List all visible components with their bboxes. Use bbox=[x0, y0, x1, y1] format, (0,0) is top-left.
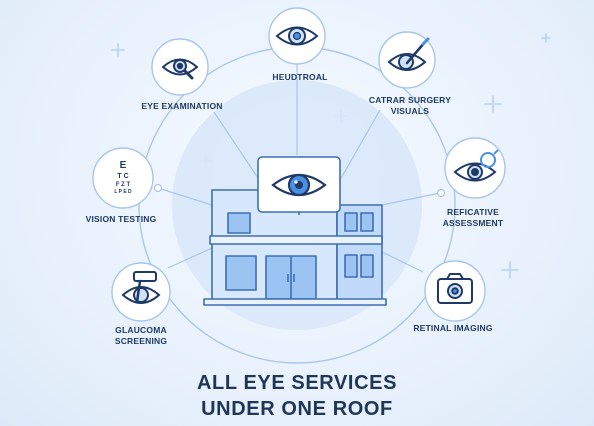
service-glaucoma-screening bbox=[111, 262, 171, 322]
camera-icon bbox=[437, 273, 473, 304]
title-line-2: UNDER ONE ROOF bbox=[201, 398, 393, 420]
service-cataract-surgery bbox=[378, 31, 436, 89]
eye-chart-icon: E T C F Z T L P E D bbox=[114, 160, 132, 195]
title-line-1: ALL EYE SERVICES bbox=[196, 372, 398, 394]
service-neutral bbox=[268, 7, 326, 65]
refraction-eye-icon bbox=[453, 149, 499, 182]
label-eye-examination: EYE EXAMINATION bbox=[141, 101, 223, 111]
connector-lines bbox=[157, 64, 441, 273]
label-cataract-surgery: CATRAR SURGERY VISUALS bbox=[368, 95, 452, 116]
sign-eye-icon bbox=[271, 173, 327, 197]
clinic-building-icon bbox=[203, 156, 387, 306]
tonometer-eye-icon bbox=[121, 271, 161, 304]
label-refractive-assessment: REFICATIVE ASSESSMENT bbox=[442, 207, 504, 228]
surgical-eye-icon bbox=[387, 37, 430, 71]
service-vision-testing: E T C F Z T L P E D bbox=[92, 147, 154, 209]
magnifier-eye-icon bbox=[161, 58, 199, 80]
svg-text:F Z T: F Z T bbox=[116, 182, 131, 188]
svg-text:T C: T C bbox=[117, 173, 128, 180]
label-glaucoma-screening: GLAUCOMA SCREENING bbox=[114, 325, 168, 346]
service-eye-examination bbox=[151, 38, 209, 96]
eye-icon bbox=[275, 26, 319, 46]
svg-text:L P E D: L P E D bbox=[114, 189, 132, 195]
service-refractive-assessment bbox=[444, 137, 506, 199]
label-neutral: HEUDTROAL bbox=[272, 72, 328, 82]
label-retinal-imaging: RETINAL IMAGING bbox=[413, 323, 493, 333]
svg-text:E: E bbox=[120, 160, 127, 171]
label-vision-testing: VISION TESTING bbox=[85, 214, 157, 224]
service-retinal-imaging bbox=[424, 260, 486, 322]
ring-nodes bbox=[153, 183, 446, 198]
